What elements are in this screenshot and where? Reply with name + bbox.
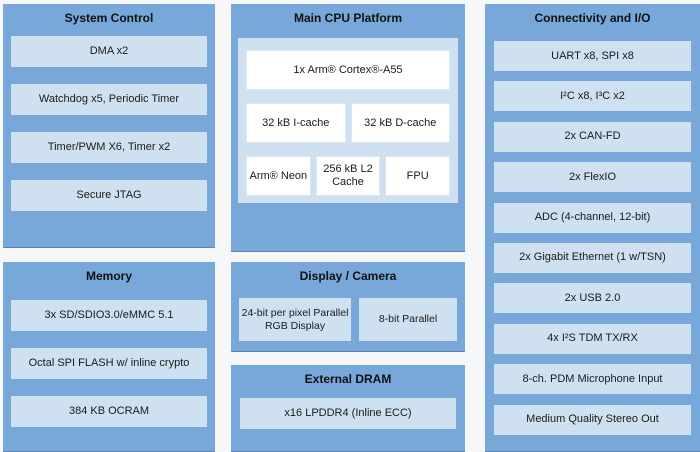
main-cpu-platform-block: Main CPU Platform 1x Arm® Cortex®-A55 32 … (231, 4, 465, 252)
block-item: 2x USB 2.0 (494, 283, 691, 314)
connectivity-io-title: Connectivity and I/O (534, 11, 651, 25)
block-item: UART x8, SPI x8 (494, 41, 691, 71)
block-item: Secure JTAG (11, 180, 207, 211)
connectivity-io-items: UART x8, SPI x8 I²C x8, I³C x2 2x CAN-FD 2x… (494, 41, 691, 435)
cpu-box: 32 kB I-cache (246, 103, 346, 143)
external-dram-items: x16 LPDDR4 (Inline ECC) (240, 398, 456, 429)
system-control-title: System Control (64, 11, 154, 25)
block-item: ADC (4-channel, 12-bit) (494, 202, 691, 233)
connectivity-io-block: Connectivity and I/O UART x8, SPI x8 I²C … (485, 4, 700, 452)
cpu-box: 32 kB D-cache (350, 103, 450, 143)
memory-title: Memory (85, 269, 132, 283)
block-item: Octal SPI FLASH w/ inline crypto (11, 348, 207, 379)
block-item: Timer/PWM X6, Timer x2 (11, 132, 207, 163)
display-camera-block: Display / Camera 24-bit per pixel Parall… (231, 262, 465, 352)
cpu-box: 256 kB L2 Cache (315, 156, 381, 196)
block-item: Medium Quality Stereo Out (494, 404, 691, 435)
main-cpu-platform-title: Main CPU Platform (293, 11, 402, 25)
external-dram-block: External DRAM x16 LPDDR4 (Inline ECC) (231, 365, 465, 452)
block-item: Watchdog x5, Periodic Timer (11, 84, 207, 115)
cpu-box: FPU (385, 156, 451, 196)
display-camera-title: Display / Camera (299, 269, 397, 283)
block-item: 2x CAN-FD (494, 121, 691, 152)
block-item: 8-ch. PDM Microphone Input (494, 364, 691, 395)
block-item: 4x I²S TDM TX/RX (494, 323, 691, 354)
block-item: I²C x8, I³C x2 (494, 81, 691, 112)
block-item: 2x Gigabit Ethernet (1 w/TSN) (494, 242, 691, 273)
block-item: DMA x2 (11, 36, 207, 67)
cpu-box: Arm® Neon (246, 156, 311, 196)
block-item: 3x SD/SDIO3.0/eMMC 5.1 (11, 300, 207, 331)
block-item: 24-bit per pixel Parallel RGB Display (239, 298, 352, 341)
block-item: x16 LPDDR4 (Inline ECC) (240, 398, 456, 429)
cpu-box-row: 1x Arm® Cortex®-A55 (246, 50, 450, 90)
block-item: 384 KB OCRAM (11, 396, 207, 427)
block-item: 8-bit Parallel (359, 298, 457, 341)
block-item: 2x FlexIO (494, 162, 691, 193)
system-control-block: System Control DMA x2 Watchdog x5, Period… (3, 4, 215, 248)
external-dram-title: External DRAM (304, 372, 392, 386)
cpu-box: 1x Arm® Cortex®-A55 (246, 50, 450, 90)
